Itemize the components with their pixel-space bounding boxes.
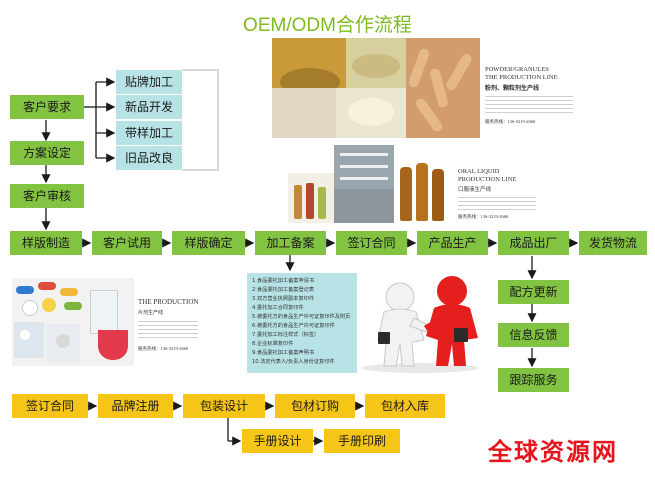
node-packaging-design: 包装设计 [183,394,265,418]
tablet-line-service: 服务热线：136-3219-2660 [138,346,189,351]
filing-doc-item: 6.被委托方的食品生产许可证复印件 [252,323,335,329]
node-packaging-order: 包材订购 [275,394,355,418]
node-factory-release: 成品出厂 [498,231,569,255]
tablet-photo [12,278,134,366]
filing-documents-list: 1.食品委托加工备案申请书 2.食品委托加工备案登记表 3.双方营业执照副本复印… [247,273,357,373]
liquid-line-desc [458,194,536,210]
filing-doc-item: 3.双方营业执照副本复印件 [252,296,315,302]
node-shipping-logistics: 发货物流 [579,231,647,255]
node-sign-contract: 签订合同 [336,231,407,255]
filing-doc-item: 2.食品委托加工备案登记表 [252,287,315,293]
filing-doc-item: 4.委托加工合同复印件 [252,305,304,311]
node-brand-registration: 品牌注册 [98,394,173,418]
filing-doc-item: 7.委托加工标注样式（标签） [252,332,320,338]
liquid-line-heading-cn: 口服液生产线 [458,187,492,193]
node-tracking-service: 跟踪服务 [498,368,569,392]
powder-line-service: 服务热线：136-3219-2660 [485,119,536,124]
node-customer-requirement: 客户要求 [10,95,84,119]
node-production: 产品生产 [417,231,488,255]
node-manual-design: 手册设计 [242,429,313,453]
node-processing-filing: 加工备案 [255,231,326,255]
node-plan-setting: 方案设定 [10,141,84,165]
powder-line-desc [485,93,573,113]
node-packaging-storage: 包材入库 [365,394,445,418]
liquid-line-heading-2: PRODUCTION LINE [458,176,517,183]
node-manual-printing: 手册印刷 [324,429,400,453]
oral-liquid-photo [288,145,448,223]
tablet-line-heading: THE PRODUCTION [138,298,199,306]
filing-doc-item: 8.企业标准复印件 [252,341,294,347]
watermark-logo: 全球资源网 [488,438,618,466]
page-title: OEM/ODM合作流程 [243,15,412,36]
powder-granules-photo [272,38,480,138]
node-sample-making: 样版制造 [10,231,82,255]
powder-line-heading-1: POWDER/GRANULES [485,66,549,73]
node-bottom-sign-contract: 签订合同 [12,394,88,418]
powder-line-heading-cn: 粉剂、颗粒剂生产线 [485,86,540,92]
node-oem-branding: 贴牌加工 [116,70,182,94]
tablet-line-heading-cn: 片剂生产线 [138,311,164,316]
node-customer-review: 客户审核 [10,184,84,208]
node-sample-processing: 带样加工 [116,121,182,145]
liquid-line-service: 服务热线：136-3219-2660 [458,214,509,219]
node-customer-trial: 客户试用 [92,231,162,255]
filing-doc-item: 1.食品委托加工备案申请书 [252,278,315,284]
filing-doc-item: 9.食品委托加工备案声明书 [252,350,315,356]
filing-doc-item: 5.被委托方的食品生产许可证复印件及附页 [252,314,351,320]
node-sample-confirm: 样版确定 [172,231,245,255]
powder-line-heading-2: THE PRODUCTION LINE [485,74,558,81]
tablet-line-desc [138,318,198,340]
filing-doc-item: 10.法定代表人/负责人身份证复印件 [252,359,335,365]
node-new-product: 新品开发 [116,95,182,119]
node-formula-update: 配方更新 [498,280,569,304]
node-feedback: 信息反馈 [498,323,569,347]
liquid-line-heading-1: ORAL LIQUID [458,168,500,175]
node-product-improve: 旧品改良 [116,146,182,170]
